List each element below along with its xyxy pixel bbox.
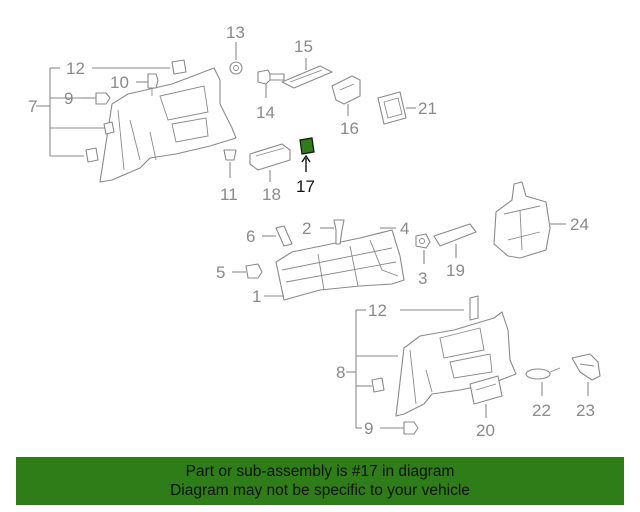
part-17-arrow-icon: [301, 154, 311, 163]
part-3-fastener: [415, 233, 431, 264]
part-23-latch: [571, 353, 601, 396]
part-20-cover: [469, 375, 503, 418]
part-15-cover-plate: [281, 58, 333, 89]
label-7: 7: [28, 97, 37, 116]
label-20: 20: [476, 421, 495, 440]
label-13: 13: [226, 23, 245, 42]
part-18-tray: [249, 143, 291, 182]
part-24-duct-assembly: [493, 181, 566, 259]
label-4: 4: [400, 219, 409, 238]
label-10: 10: [110, 73, 129, 92]
notice-banner: Part or sub-assembly is #17 in diagram D…: [16, 457, 624, 505]
parts-diagram: 7 12 10 9 13 14 15: [28, 23, 601, 440]
part-6-clip: [262, 225, 293, 247]
label-15: 15: [294, 37, 313, 56]
label-5: 5: [216, 263, 225, 282]
part-14-bolt: [257, 69, 285, 98]
label-12-lower: 12: [368, 301, 387, 320]
label-17[interactable]: 17: [296, 177, 315, 196]
part-13-grommet: [229, 42, 243, 75]
part-19-garnish: [433, 223, 477, 258]
label-3: 3: [418, 269, 427, 288]
label-11: 11: [220, 185, 238, 204]
label-8: 8: [336, 363, 345, 382]
label-22: 22: [532, 401, 551, 420]
label-16: 16: [340, 119, 359, 138]
label-14: 14: [256, 103, 275, 122]
notice-line-2: Diagram may not be specific to your vehi…: [170, 482, 470, 499]
part-8-leader: [346, 309, 398, 429]
part-9-upper-clip: [82, 92, 111, 105]
label-18: 18: [262, 185, 281, 204]
part-7-leader: [36, 67, 106, 157]
label-9-lower: 9: [364, 419, 373, 438]
part-5-grommet: [232, 263, 263, 279]
part-7-quarter-trim-panel: [99, 67, 237, 183]
part-17-shape[interactable]: [299, 137, 315, 155]
part-2-pin: [320, 219, 345, 245]
label-19: 19: [446, 261, 465, 280]
label-1: 1: [252, 287, 261, 306]
part-8-clip: [371, 377, 385, 393]
label-23: 23: [576, 401, 595, 420]
part-7-clip-upper: [103, 121, 115, 135]
label-24: 24: [570, 215, 589, 234]
part-1-center-trim-panel: [264, 229, 405, 301]
part-12-upper-clip: [92, 59, 187, 75]
label-6: 6: [246, 227, 255, 246]
part-11-clip: [223, 149, 237, 178]
part-7-clip-lower: [85, 147, 99, 163]
part-17-highlighted[interactable]: [299, 137, 315, 172]
part-21-seal-ring: [377, 91, 416, 125]
part-16-bracket: [331, 75, 361, 116]
label-12-upper: 12: [66, 59, 85, 78]
part-12-lower-clip: [400, 295, 479, 321]
notice-line-1: Part or sub-assembly is #17 in diagram: [185, 463, 455, 480]
part-10-screw: [136, 73, 159, 96]
label-21: 21: [418, 99, 437, 118]
label-2: 2: [302, 219, 311, 238]
part-8-quarter-trim-panel: [395, 311, 517, 417]
part-9-lower-clip: [380, 421, 419, 435]
label-9-upper: 9: [64, 89, 73, 108]
part-22-cable: [525, 367, 561, 396]
